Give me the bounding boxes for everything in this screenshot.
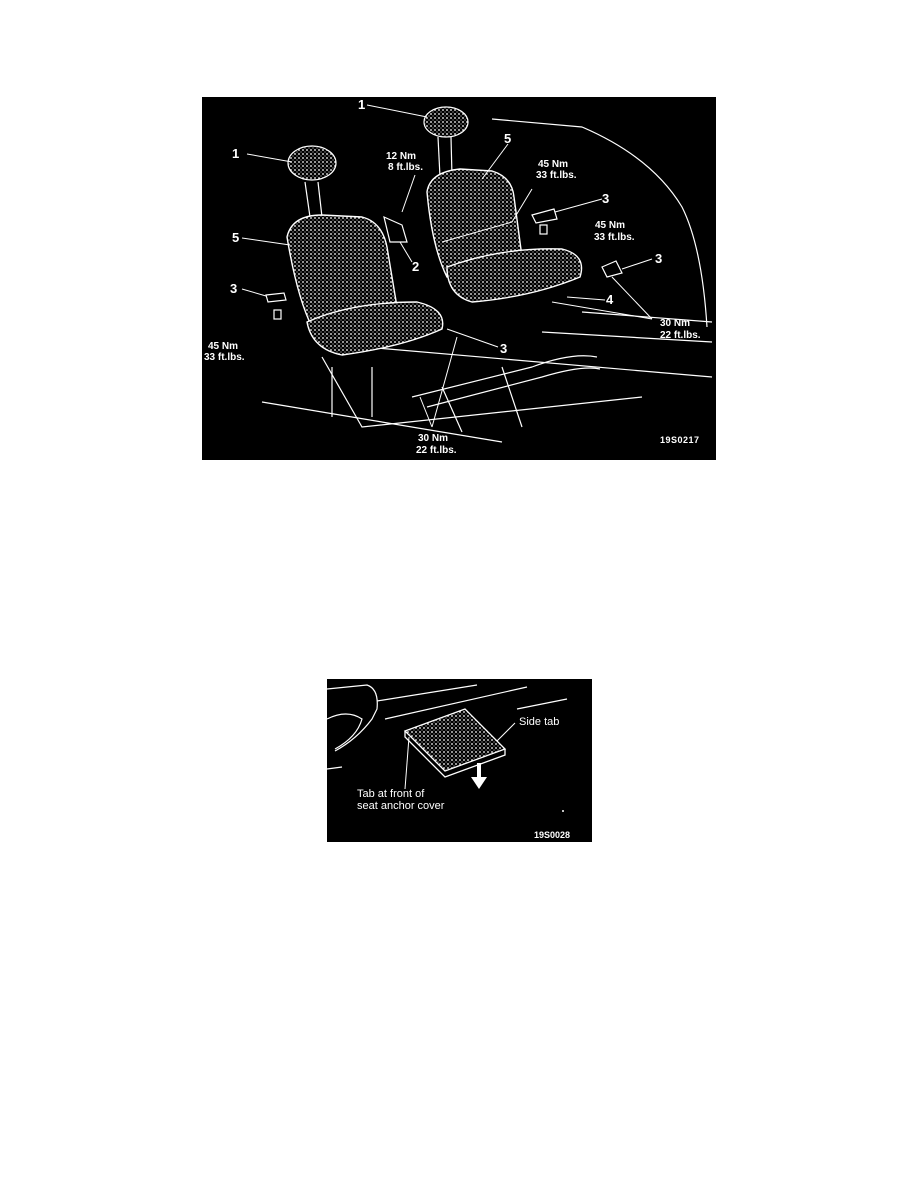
torque-left-bolt-ftlbs: 33 ft.lbs. xyxy=(204,352,245,363)
anchor-cover-figure: Side tab Tab at front of seat anchor cov… xyxy=(327,679,592,842)
torque-left-bolt-nm: 45 Nm xyxy=(208,341,239,352)
bracket-label: 2 xyxy=(412,259,420,274)
torque-rear-right-ftlbs: 22 ft.lbs. xyxy=(660,330,701,341)
headrest-left-label: 1 xyxy=(232,146,240,161)
seat-back-right-label: 5 xyxy=(504,131,512,146)
figure-code: 19S0217 xyxy=(660,435,700,445)
torque-rear-right-nm: 30 Nm xyxy=(660,318,691,329)
headrest-right-label: 1 xyxy=(358,97,366,112)
figure-code: 19S0028 xyxy=(534,830,571,840)
torque-bracket-ftlbs: 8 ft.lbs. xyxy=(388,162,424,173)
anchor-cover-right-label: 3 xyxy=(655,251,663,266)
side-tab-label: Side tab xyxy=(519,716,560,728)
torque-seatbelt-nm: 45 Nm xyxy=(538,159,569,170)
torque-bottom-nm: 30 Nm xyxy=(418,433,449,444)
torque-bracket-nm: 12 Nm xyxy=(386,151,417,162)
anchor-cover-left-label: 3 xyxy=(230,281,238,296)
seat-back-left-label: 5 xyxy=(232,230,240,245)
anchor-cover-center-label: 3 xyxy=(500,341,508,356)
front-tab-label-line2: seat anchor cover xyxy=(357,800,445,812)
torque-right-bolt-ftlbs: 33 ft.lbs. xyxy=(594,232,635,243)
torque-right-bolt-nm: 45 Nm xyxy=(595,220,626,231)
cover-4-label: 4 xyxy=(606,292,614,307)
torque-bottom-ftlbs: 22 ft.lbs. xyxy=(416,445,457,456)
torque-seatbelt-ftlbs: 33 ft.lbs. xyxy=(536,170,577,181)
anchor-cover-drawing xyxy=(327,684,568,812)
front-tab-label-line1: Tab at front of xyxy=(357,788,425,800)
anchor-cover-right-top-label: 3 xyxy=(602,191,610,206)
seat-assembly-drawing xyxy=(241,104,713,443)
seat-assembly-figure: 1 1 5 5 2 3 3 3 3 4 12 Nm 8 ft.lbs. 45 N… xyxy=(202,97,716,460)
